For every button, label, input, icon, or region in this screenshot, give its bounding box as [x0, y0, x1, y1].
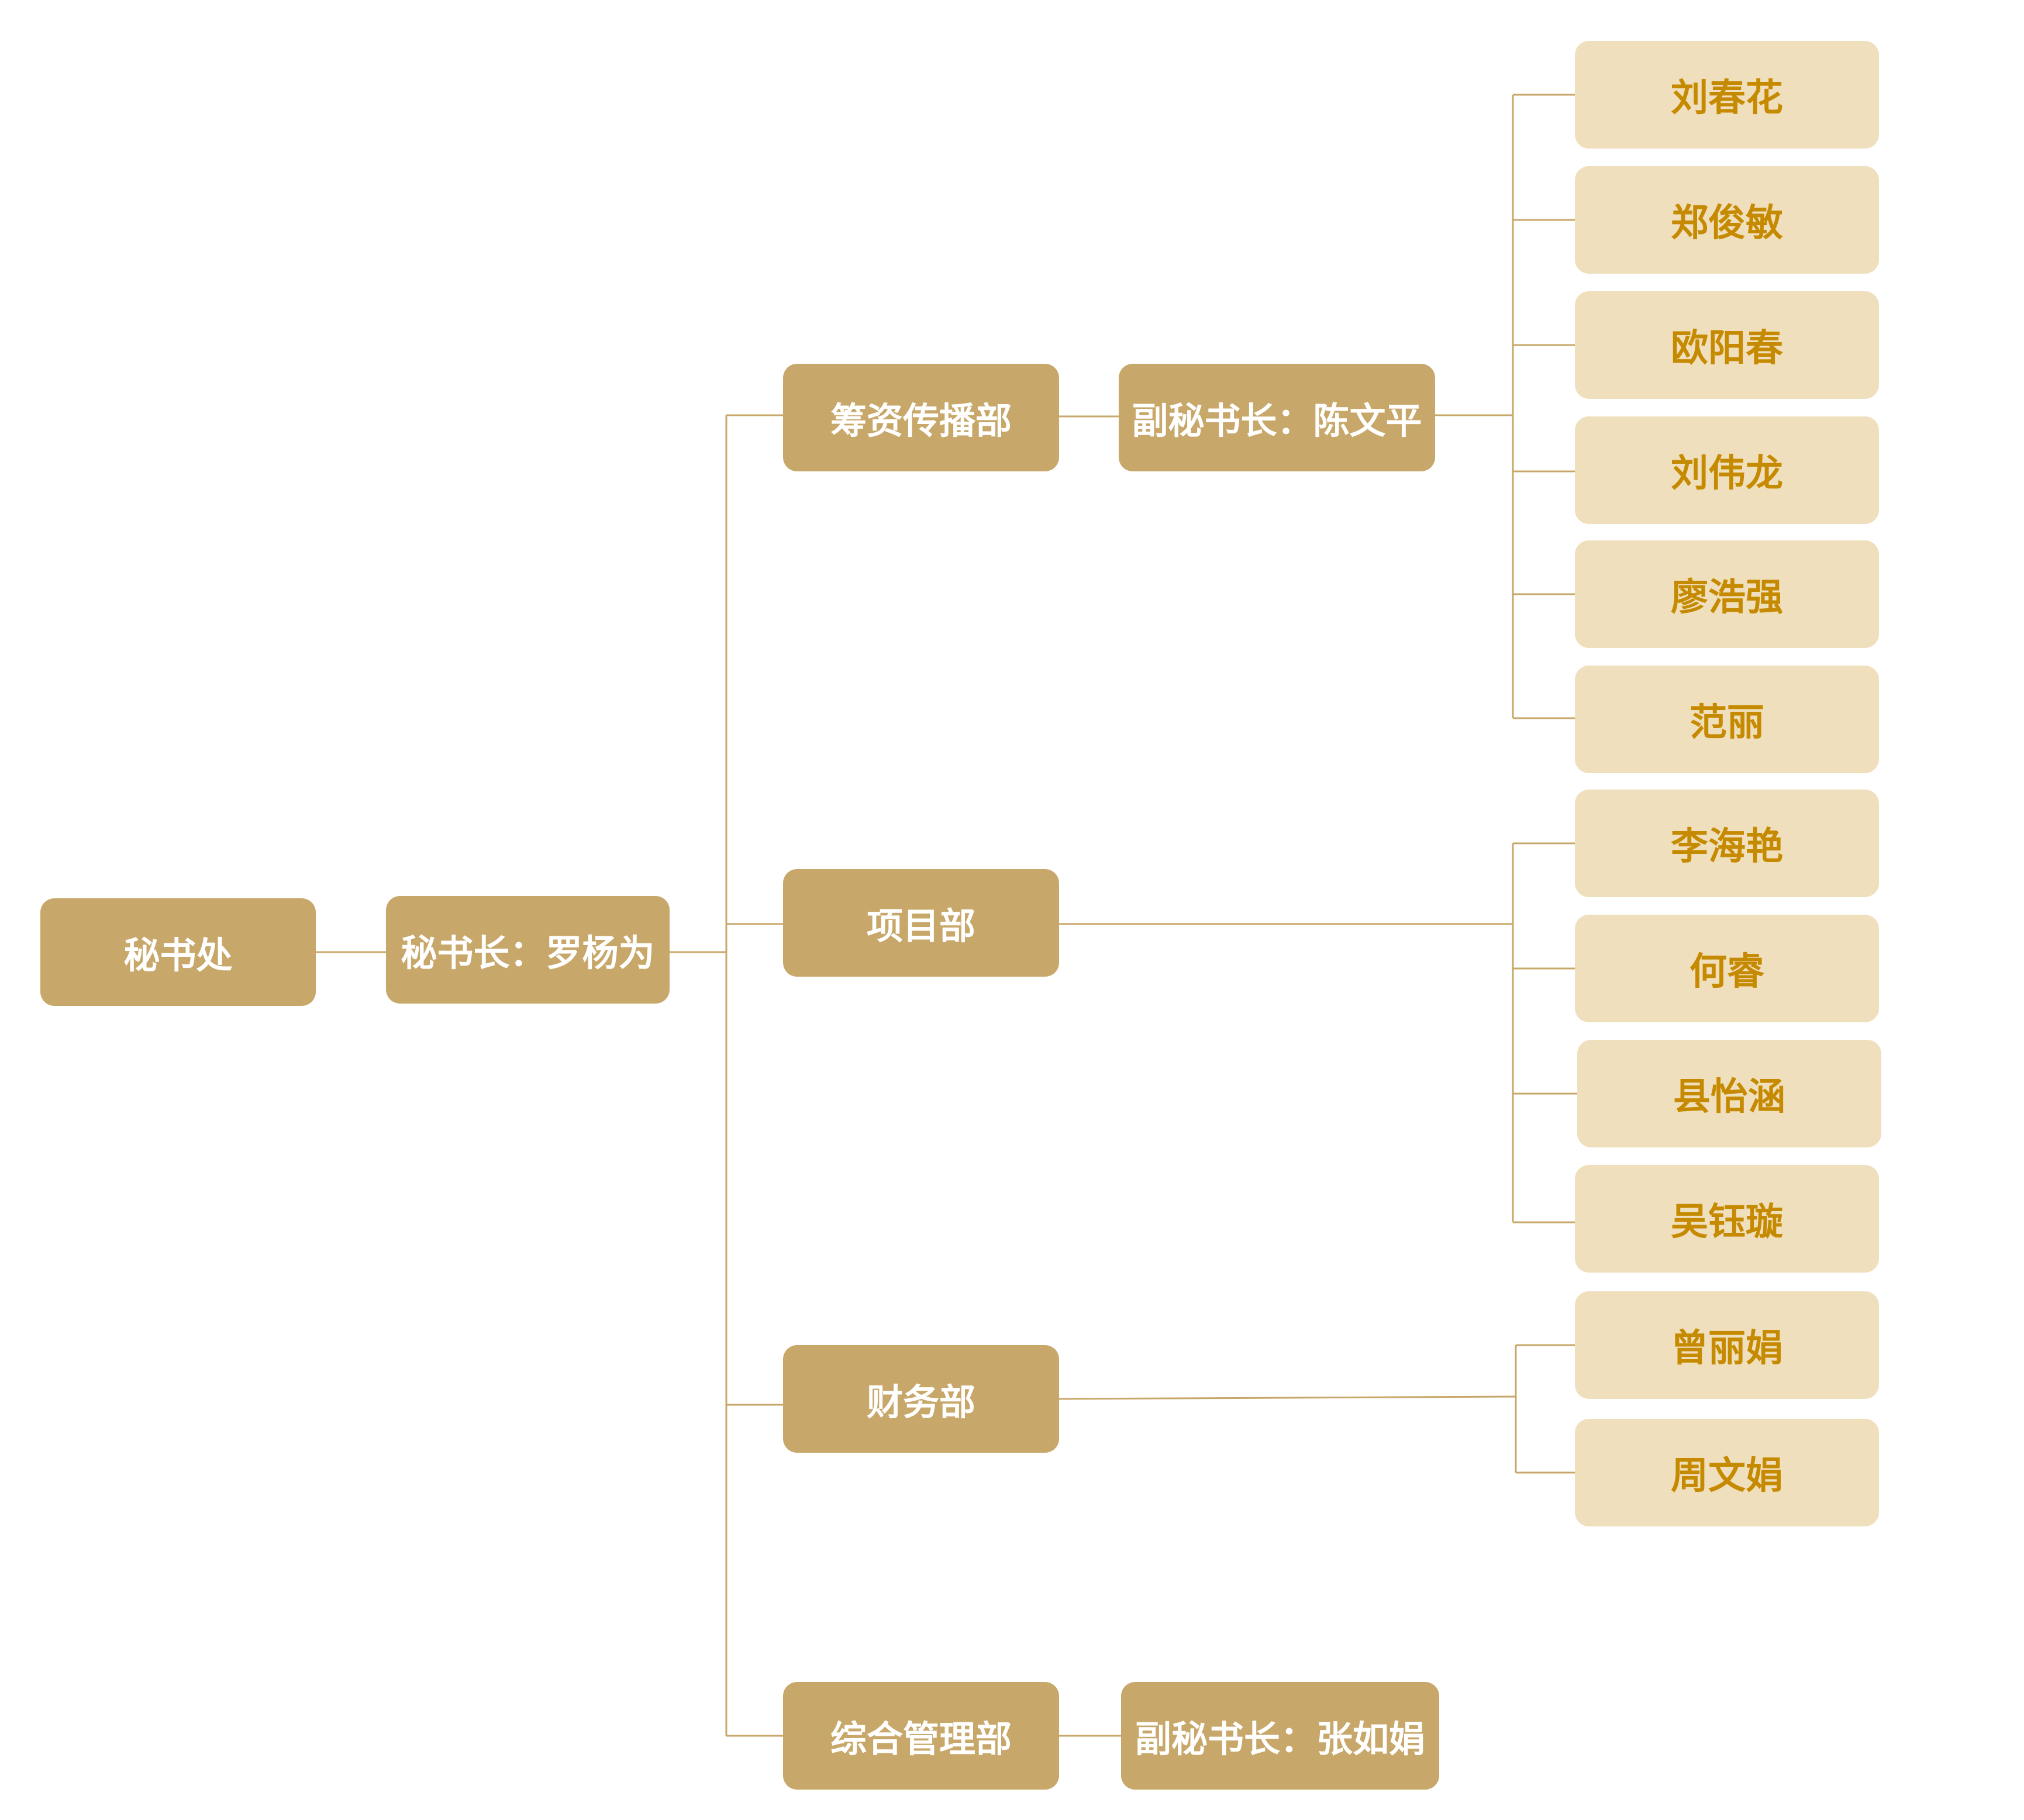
department-finance: 财务部 — [783, 1345, 1059, 1453]
staff-node: 刘春花 — [1575, 41, 1879, 149]
secretary-general-node: 秘书长：罗杨为 — [386, 896, 670, 1004]
staff-node: 吴钰璇 — [1575, 1165, 1879, 1273]
department-general-admin: 综合管理部 — [783, 1682, 1059, 1790]
deputy-fundraising: 副秘书长：陈文平 — [1119, 364, 1435, 471]
staff-node: 县怡涵 — [1577, 1040, 1881, 1147]
staff-node: 廖浩强 — [1575, 540, 1879, 648]
deputy-general-admin: 副秘书长：张如娟 — [1121, 1682, 1439, 1790]
staff-node: 欧阳春 — [1575, 291, 1879, 399]
staff-node: 李海艳 — [1575, 790, 1879, 897]
staff-node: 曾丽娟 — [1575, 1291, 1879, 1399]
staff-node: 刘伟龙 — [1575, 416, 1879, 524]
staff-node: 何睿 — [1575, 915, 1879, 1022]
staff-node: 范丽 — [1575, 666, 1879, 773]
department-fundraising: 筹资传播部 — [783, 364, 1059, 471]
staff-node: 郑俊敏 — [1575, 166, 1879, 274]
staff-node: 周文娟 — [1575, 1419, 1879, 1526]
department-projects: 项目部 — [783, 869, 1059, 977]
root-node: 秘书处 — [40, 898, 316, 1006]
connector-dept-3-out — [1058, 1395, 1516, 1400]
